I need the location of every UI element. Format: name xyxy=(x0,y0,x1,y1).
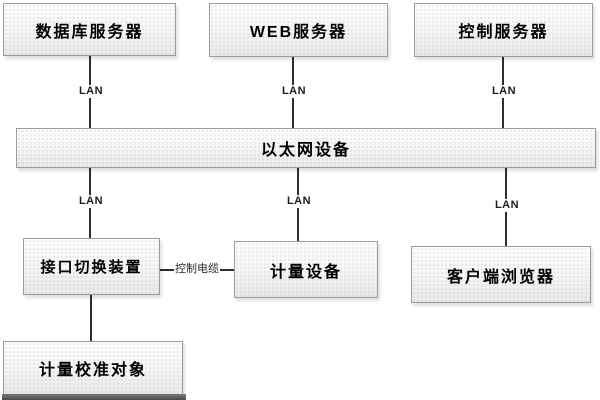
node-ethernet-device: 以太网设备 xyxy=(16,128,596,168)
node-ethernet-device-label: 以太网设备 xyxy=(260,142,351,159)
node-calibration-target-label: 计量校准对象 xyxy=(38,362,147,379)
control-cable-label: 控制电缆 xyxy=(174,263,220,276)
lan-label: LAN xyxy=(283,195,315,208)
link-switch-to-target xyxy=(90,295,92,341)
node-client-browser: 客户端浏览器 xyxy=(411,246,591,303)
node-metering-device-label: 计量设备 xyxy=(269,263,342,281)
bottom-shadow-strip xyxy=(2,394,186,400)
node-database-server-label: 数据库服务器 xyxy=(35,23,144,41)
node-metering-device: 计量设备 xyxy=(234,241,378,298)
lan-label: LAN xyxy=(75,195,107,208)
node-web-server-label: WEB服务器 xyxy=(249,24,348,41)
lan-label: LAN xyxy=(278,85,310,98)
node-control-server-label: 控制服务器 xyxy=(458,24,549,41)
node-calibration-target: 计量校准对象 xyxy=(3,341,183,395)
node-control-server: 控制服务器 xyxy=(414,3,593,57)
node-web-server: WEB服务器 xyxy=(209,3,388,57)
node-interface-switch-label: 接口切换装置 xyxy=(40,259,143,276)
node-interface-switch: 接口切换装置 xyxy=(23,238,160,295)
node-client-browser-label: 客户端浏览器 xyxy=(446,268,555,286)
node-database-server: 数据库服务器 xyxy=(3,3,176,56)
lan-label: LAN xyxy=(491,199,523,212)
lan-label: LAN xyxy=(75,85,107,98)
lan-label: LAN xyxy=(488,85,520,98)
